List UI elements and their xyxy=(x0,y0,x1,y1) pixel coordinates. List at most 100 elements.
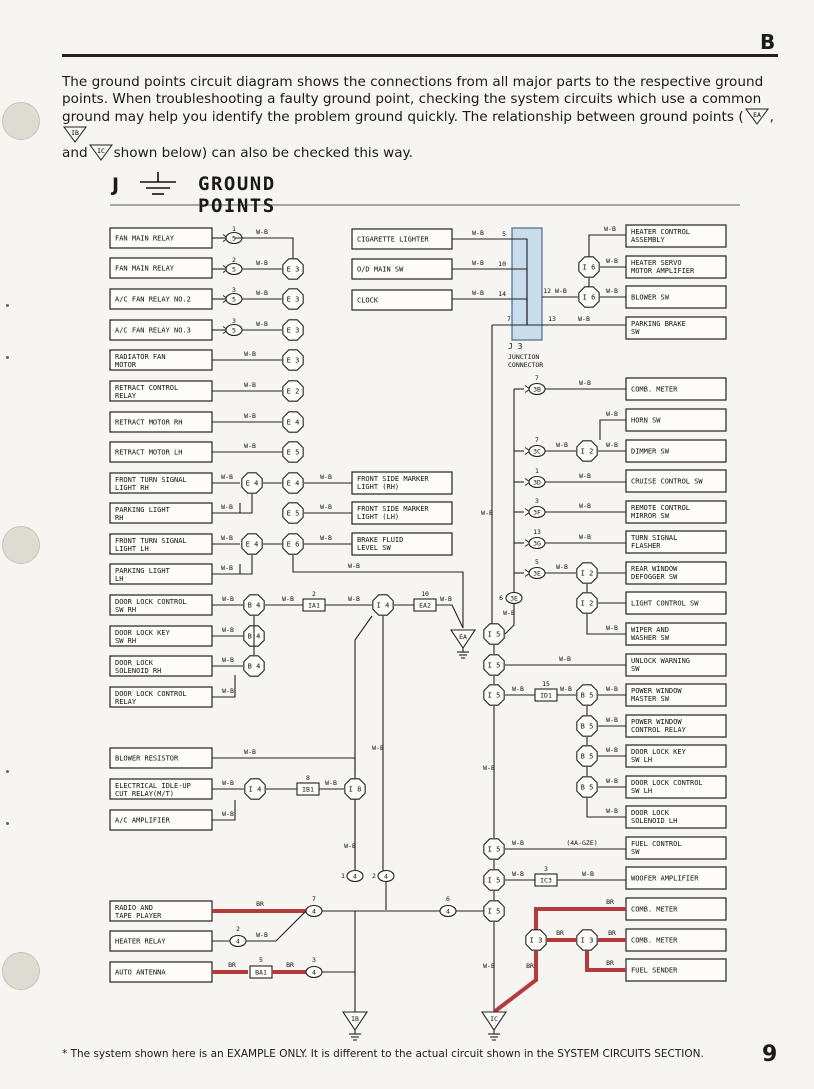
ground-ea-inline-label: EA xyxy=(753,111,761,119)
splice-ba1-label: BA1 xyxy=(255,969,267,977)
ground-junction-e xyxy=(282,288,304,310)
wire-color-label: W-B xyxy=(559,655,571,663)
ground-junction-e-label: E 4 xyxy=(287,480,300,488)
ground-triangle-icon: IB xyxy=(63,126,87,143)
wire xyxy=(234,237,294,262)
clock xyxy=(351,289,453,311)
right-component-13-label: WASHER SW xyxy=(631,634,670,642)
ground-ib-label: IB xyxy=(351,1015,359,1023)
wire-color-label: W-B xyxy=(282,595,294,603)
pin-number: 1 xyxy=(535,467,539,475)
right-component-22-label: COMB. METER xyxy=(631,906,678,914)
right-component-15-label: POWER WINDOW xyxy=(631,687,682,695)
wire-color-label: W-B xyxy=(606,624,618,632)
left-component-14-label: SW RH xyxy=(115,637,136,645)
right-component-13-label: WIPER AND xyxy=(631,626,669,634)
right-component-14-label: SW xyxy=(631,665,640,673)
intro-line-4-text: shown below) can also be checked this wa… xyxy=(113,145,413,161)
left-component-10-label: RH xyxy=(115,514,123,522)
ground-ea xyxy=(449,629,477,649)
highlight-wire xyxy=(585,951,626,972)
highlight-wire xyxy=(492,951,538,1014)
junction-i5 xyxy=(483,838,505,860)
wire-color-label: W-B xyxy=(222,656,234,664)
junction-i2-label: I 2 xyxy=(581,570,594,578)
junction-i6-label: I 6 xyxy=(583,294,596,302)
pin-number: 5 xyxy=(259,956,263,964)
wire-color-label: W-B xyxy=(221,503,233,511)
pin-number: 3 xyxy=(544,865,548,873)
connector-4 xyxy=(346,869,364,883)
wire-color-label: W-B xyxy=(222,779,234,787)
pin-number: 14 xyxy=(498,290,506,298)
wire-color-label: W-B xyxy=(320,503,332,511)
right-component-11-label: DEFOGGER SW xyxy=(631,573,678,581)
right-component-3-label: BLOWER SW xyxy=(631,294,670,302)
wire xyxy=(292,555,464,628)
ground-junction-e-label: E 3 xyxy=(287,266,300,274)
ground-triangle-icon: IC xyxy=(88,144,113,161)
wire-color-label: W-B xyxy=(244,381,256,389)
connector-4-label: 4 xyxy=(312,908,316,916)
connector-5-label: 5 xyxy=(232,296,236,304)
right-component-14-label: UNLOCK WARNING xyxy=(631,657,690,665)
margin-dot xyxy=(6,770,9,773)
wire-color-label: W-B xyxy=(606,410,618,418)
wire xyxy=(212,757,356,775)
left-component-15-label: SOLENOID RH xyxy=(115,667,161,675)
junction-b5 xyxy=(576,776,598,798)
junction-i5 xyxy=(483,869,505,891)
junction-i4-b xyxy=(244,778,266,800)
margin-dot xyxy=(6,304,9,307)
title-text: GROUND POINTS xyxy=(198,173,276,217)
wire-color-label: W-B xyxy=(472,259,484,267)
wire-color-label: BR xyxy=(556,929,564,937)
junction-i5-label: I 5 xyxy=(488,631,501,639)
wire-color-label: BR xyxy=(608,929,616,937)
splice-ib1-label: IB1 xyxy=(302,786,314,794)
left-component-7-label: RETRACT MOTOR RH xyxy=(115,419,182,427)
right-component-18-label: SW LH xyxy=(631,787,652,795)
pin-number: 7 xyxy=(312,895,316,903)
wire-color-label: W-B xyxy=(483,962,495,970)
pin-number: 2 xyxy=(236,925,240,933)
wire-color-label: W-B xyxy=(256,931,268,939)
connector-4-label: 4 xyxy=(384,873,388,881)
connector-4-label: 4 xyxy=(236,938,240,946)
pin-number: 6 xyxy=(499,594,503,602)
margin-dot xyxy=(6,822,9,825)
wire-color-label: BR xyxy=(606,959,614,967)
wire-color-label: 12 W-B xyxy=(543,287,567,295)
wire-color-label: W-B xyxy=(472,289,484,297)
wire-color-label: W-B xyxy=(222,595,234,603)
connector-3-label: 3E xyxy=(533,570,541,578)
wire-color-label: W-B xyxy=(256,289,268,297)
ground-ea-label: EA xyxy=(459,633,467,641)
connector-3-label: 3B xyxy=(533,386,541,394)
wire xyxy=(246,910,307,942)
junction-i2-label: I 2 xyxy=(581,600,594,608)
junction-b5-label: B 5 xyxy=(581,784,594,792)
wire-color-label: W-B xyxy=(344,842,356,850)
connector-3-label: 3F xyxy=(533,509,541,517)
ac-amplifier-label: A/C AMPLIFIER xyxy=(115,817,171,825)
title-letter: J xyxy=(112,174,120,196)
wire-color-label: W-B xyxy=(256,228,268,236)
right-component-5-label: COMB. METER xyxy=(631,386,678,394)
ground-triangle-icon: EA xyxy=(744,108,769,125)
junction-i5-label: I 5 xyxy=(488,692,501,700)
connector-3-label: 3G xyxy=(533,540,541,548)
wire xyxy=(504,604,515,635)
ground-ic-inline-label: IC xyxy=(97,147,105,155)
left-component-5-label: RADIATOR FAN xyxy=(115,353,166,361)
wire-color-label: W-B xyxy=(472,229,484,237)
front-side-marker-lh-label: LIGHT (LH) xyxy=(357,513,399,521)
wire xyxy=(212,800,236,821)
junction-e4-label: E 4 xyxy=(246,480,259,488)
connector-3-label: 3C xyxy=(533,448,541,456)
wire-color-label: W-B xyxy=(222,810,234,818)
right-component-8-label: CRUISE CONTROL SW xyxy=(631,478,703,486)
left-component-14-label: DOOR LOCK KEY xyxy=(115,629,171,637)
pin-number: 2 xyxy=(372,872,376,880)
